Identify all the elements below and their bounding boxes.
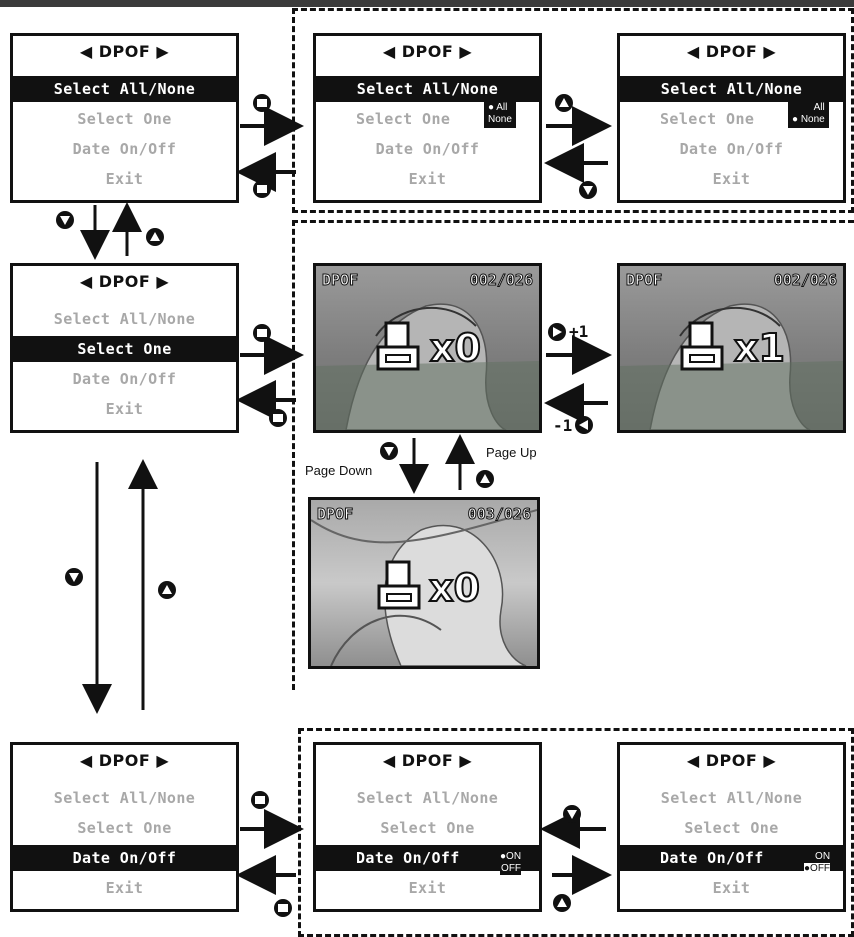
menu-title: ◀ DPOF ▶ — [79, 751, 170, 770]
menu-title: ◀ DPOF ▶ — [382, 42, 473, 61]
menu-item-select-one[interactable]: Select One — [380, 819, 475, 837]
menu-item-date[interactable]: Date On/Off — [13, 845, 236, 871]
photo-label: DPOF — [316, 505, 354, 524]
menu-title: ◀ DPOF ▶ — [686, 42, 777, 61]
popup-option-all[interactable]: ● All — [488, 102, 508, 113]
ok-button-icon — [251, 94, 292, 917]
date-popup[interactable]: ON ●OFF — [800, 849, 834, 877]
menu-item-select-all[interactable]: Select All/None — [356, 789, 499, 807]
menu-item-select-all[interactable]: Select All/None — [620, 76, 843, 102]
print-quantity: x0 — [429, 325, 482, 371]
menu-title: ◀ DPOF ▶ — [382, 751, 473, 770]
left-arrow-button-icon — [575, 416, 593, 434]
menu-item-select-all[interactable]: Select All/None — [316, 76, 539, 102]
up-arrow-button-icon — [146, 94, 573, 912]
menu-item-select-all[interactable]: Select All/None — [660, 789, 803, 807]
menu-item-date[interactable]: Date On/Off — [679, 140, 784, 158]
menu-item-select-all[interactable]: Select All/None — [13, 76, 236, 102]
minus-one-label: -1 — [553, 416, 573, 435]
menu-item-select-all[interactable]: Select All/None — [53, 789, 196, 807]
menu-screen-select-none: ◀ DPOF ▶ Select All/None Select One Date… — [617, 33, 846, 203]
photo-label: DPOF — [321, 271, 359, 290]
right-arrow-button-icon — [548, 323, 566, 341]
down-arrow-button-icon — [56, 181, 597, 823]
photo-counter: 002/026 — [773, 271, 837, 290]
popup-option-on[interactable]: ●ON — [500, 851, 522, 862]
print-quantity: x0 — [428, 565, 481, 611]
menu-item-exit[interactable]: Exit — [105, 170, 144, 188]
menu-item-select-one[interactable]: Select One — [684, 819, 779, 837]
popup-option-all[interactable]: All — [813, 102, 825, 113]
photo-counter: 003/026 — [467, 505, 531, 524]
menu-item-date[interactable]: Date On/Off — [72, 370, 177, 388]
photo-screen-1: DPOF 002/026 x0 — [313, 263, 542, 433]
photo-screen-3: DPOF 003/026 x0 — [308, 497, 540, 669]
menu-item-exit[interactable]: Exit — [408, 170, 447, 188]
menu-item-select-all[interactable]: Select All/None — [53, 310, 196, 328]
popup-option-none[interactable]: ● None — [792, 114, 825, 125]
menu-item-exit[interactable]: Exit — [105, 400, 144, 418]
menu-item-select-one[interactable]: Select One — [660, 110, 755, 128]
menu-title: ◀ DPOF ▶ — [79, 42, 170, 61]
menu-item-select-one[interactable]: Select One — [77, 819, 172, 837]
menu-screen-date-off: ◀ DPOF ▶ Select All/None Select One Date… — [617, 742, 846, 912]
menu-item-date[interactable]: Date On/Off — [72, 140, 177, 158]
date-popup[interactable]: ●ON OFF — [496, 849, 525, 877]
menu-title: ◀ DPOF ▶ — [686, 751, 777, 770]
popup-option-off[interactable]: ●OFF — [804, 863, 831, 875]
menu-screen-select-one: ◀ DPOF ▶ Select All/None Select One Date… — [10, 263, 239, 433]
printer-icon — [376, 321, 420, 371]
printer-icon — [680, 321, 724, 371]
menu-screen-select-all: ◀ DPOF ▶ Select All/None Select One Date… — [10, 33, 239, 203]
menu-item-exit[interactable]: Exit — [712, 879, 751, 897]
popup-option-on[interactable]: ON — [815, 851, 831, 862]
select-none-popup[interactable]: All ● None — [788, 100, 829, 128]
menu-item-select-one[interactable]: Select One — [77, 110, 172, 128]
popup-option-none[interactable]: None — [488, 114, 512, 125]
printer-icon — [377, 560, 421, 610]
menu-item-exit[interactable]: Exit — [408, 879, 447, 897]
photo-counter: 002/026 — [469, 271, 533, 290]
menu-screen-date-on: ◀ DPOF ▶ Select All/None Select One Date… — [313, 742, 542, 912]
print-quantity: x1 — [733, 325, 786, 371]
menu-item-exit[interactable]: Exit — [712, 170, 751, 188]
popup-option-off[interactable]: OFF — [500, 863, 522, 875]
menu-screen-select-all-on: ◀ DPOF ▶ Select All/None Select One Date… — [313, 33, 542, 203]
page-up-label: Page Up — [486, 445, 537, 460]
menu-item-date[interactable]: Date On/Off — [375, 140, 480, 158]
menu-item-exit[interactable]: Exit — [105, 879, 144, 897]
menu-screen-date: ◀ DPOF ▶ Select All/None Select One Date… — [10, 742, 239, 912]
photo-label: DPOF — [625, 271, 663, 290]
select-all-popup[interactable]: ● All None — [484, 100, 516, 128]
menu-item-select-one[interactable]: Select One — [13, 336, 236, 362]
page-down-label: Page Down — [305, 463, 373, 478]
menu-item-select-one[interactable]: Select One — [356, 110, 451, 128]
plus-one-label: +1 — [569, 322, 589, 341]
top-bar — [0, 0, 854, 7]
group-select-one — [292, 220, 854, 690]
menu-title: ◀ DPOF ▶ — [79, 272, 170, 291]
photo-screen-2: DPOF 002/026 x1 — [617, 263, 846, 433]
